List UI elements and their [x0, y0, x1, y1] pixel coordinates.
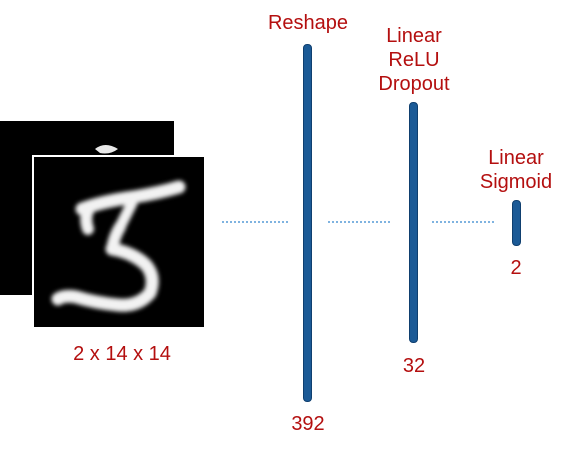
layer-reshape-name: Reshape	[267, 12, 349, 34]
layer-reshape-size: 392	[291, 413, 325, 435]
input-shape-label: 2 x 14 x 14	[73, 343, 171, 365]
layer-linear-relu-dropout-size: 32	[402, 355, 426, 377]
layer-linear-sigmoid-bar	[512, 200, 521, 246]
layer-linear-sigmoid-size: 2	[510, 257, 522, 279]
connector-line	[328, 221, 390, 223]
layer-linear-relu-dropout-bar	[409, 102, 418, 343]
layer-linear-relu-dropout-line1: Linear	[386, 25, 442, 47]
connector-line	[432, 221, 494, 223]
input-image-front	[32, 155, 206, 329]
layer-reshape-bar	[303, 44, 312, 402]
layer-linear-relu-dropout-line3: Dropout	[378, 73, 450, 95]
layer-linear-sigmoid-line2: Sigmoid	[479, 171, 553, 193]
digit-back-icon	[95, 145, 118, 154]
connector-line	[222, 221, 288, 223]
layer-linear-sigmoid-line1: Linear	[488, 147, 544, 169]
digit-five-icon	[51, 180, 186, 312]
layer-linear-relu-dropout-line2: ReLU	[388, 49, 440, 71]
